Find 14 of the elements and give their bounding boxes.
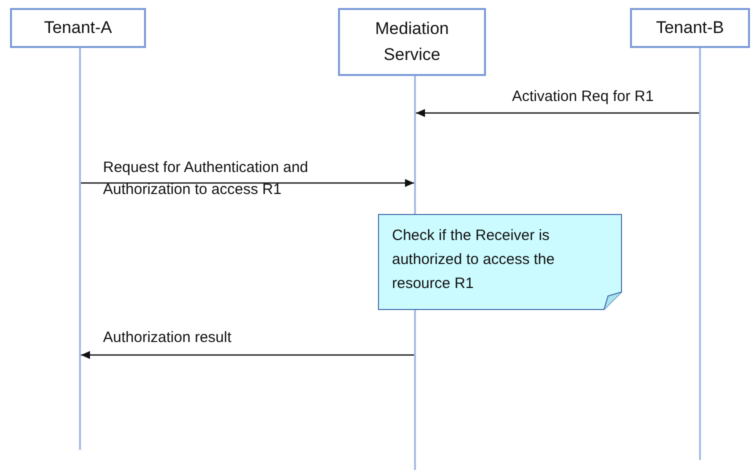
participant-box: Mediation Service bbox=[338, 8, 486, 76]
message-arrow bbox=[81, 179, 414, 187]
message-label: Authorization result bbox=[103, 328, 232, 348]
message-arrow bbox=[81, 351, 414, 359]
lifeline bbox=[79, 48, 81, 450]
participant-box: Tenant-A bbox=[10, 8, 146, 48]
note-box bbox=[378, 214, 622, 310]
message-label: Request for Authentication and Authorization to access R1 bbox=[103, 158, 310, 200]
note-text: Check if the Receiver is authorized to access the resource R1 bbox=[392, 226, 556, 294]
lifeline bbox=[699, 48, 701, 460]
message-label: Activation Req for R1 bbox=[512, 87, 655, 107]
lifeline bbox=[414, 76, 416, 470]
message-arrow bbox=[416, 109, 699, 117]
participant-box: Tenant-B bbox=[630, 8, 750, 48]
